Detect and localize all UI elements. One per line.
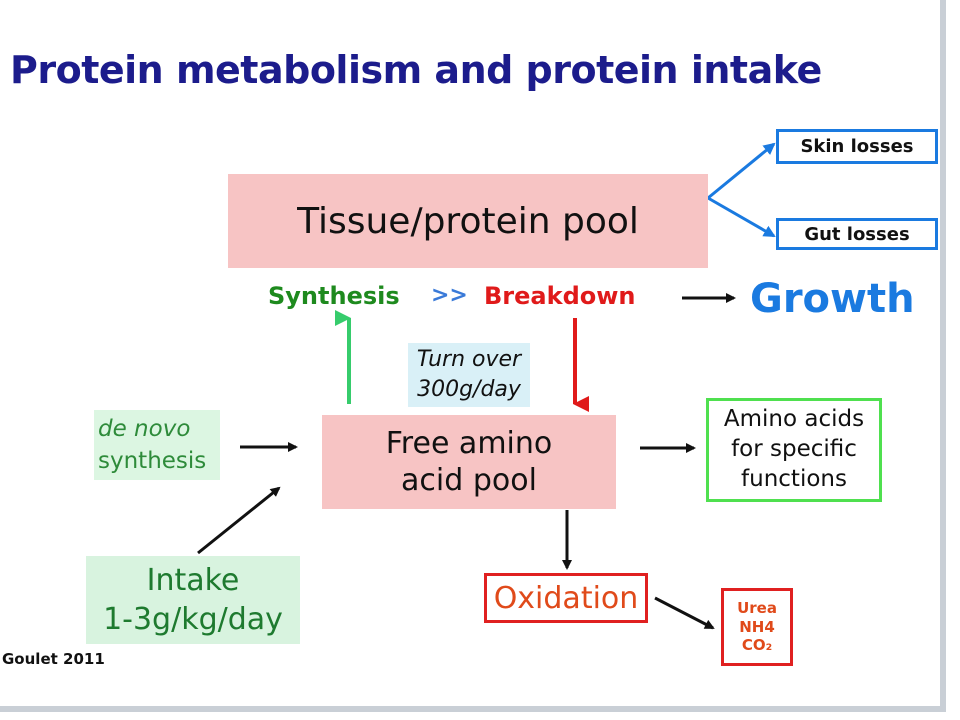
arrow-oxidation-to-urea [654,596,715,630]
free-amino-acid-pool-line-2: acid pool [401,463,537,498]
growth-label: Growth [750,276,915,322]
amino-acids-functions-box: Amino acids for specific functions [706,398,882,502]
gut-losses-label: Gut losses [804,223,910,245]
synthesis-label: Synthesis [268,282,400,310]
tissue-protein-pool-label: Tissue/protein pool [297,200,639,242]
amino-acids-line-2: for specific [731,436,857,463]
tissue-protein-pool-box: Tissue/protein pool [228,174,708,268]
skin-losses-label: Skin losses [800,136,914,157]
arrow-intake-to-pool [197,486,281,555]
de-novo-synthesis-box: de novo synthesis [94,410,220,480]
de-novo-line-2: synthesis [98,448,207,474]
turnover-note: Turn over 300g/day [408,343,530,407]
oxidation-box: Oxidation [484,573,648,623]
source-citation: Goulet 2011 [2,650,105,668]
amino-acids-line-3: functions [741,465,847,492]
slide: Protein metabolism and protein intake [0,0,946,712]
skin-losses-box: Skin losses [776,129,938,164]
slide-title: Protein metabolism and protein intake [10,48,822,92]
amino-acids-line-1: Amino acids [723,406,865,433]
breakdown-label: Breakdown [484,282,636,310]
intake-line-1: Intake [146,563,240,598]
arrow-tissue-to-gut [707,196,776,238]
turnover-line-1: Turn over [416,347,522,373]
gut-losses-box: Gut losses [776,218,938,250]
much-greater-symbol: >> [431,283,468,308]
de-novo-line-1: de novo [98,415,191,442]
intake-line-2: 1-3g/kg/day [103,602,283,637]
arrow-tissue-to-skin [707,142,776,200]
intake-box: Intake 1-3g/kg/day [86,556,300,644]
turnover-line-2: 300g/day [417,377,521,402]
free-amino-acid-pool-box: Free amino acid pool [322,415,616,509]
free-amino-acid-pool-line-1: Free amino [385,425,553,461]
urea-products-box: Urea NH4 CO₂ [721,588,793,666]
urea-line-2: NH4 [739,617,775,636]
oxidation-label: Oxidation [493,580,639,616]
arrow-layer [197,142,776,630]
urea-line-1: Urea [737,598,777,617]
urea-line-3: CO₂ [741,636,773,655]
